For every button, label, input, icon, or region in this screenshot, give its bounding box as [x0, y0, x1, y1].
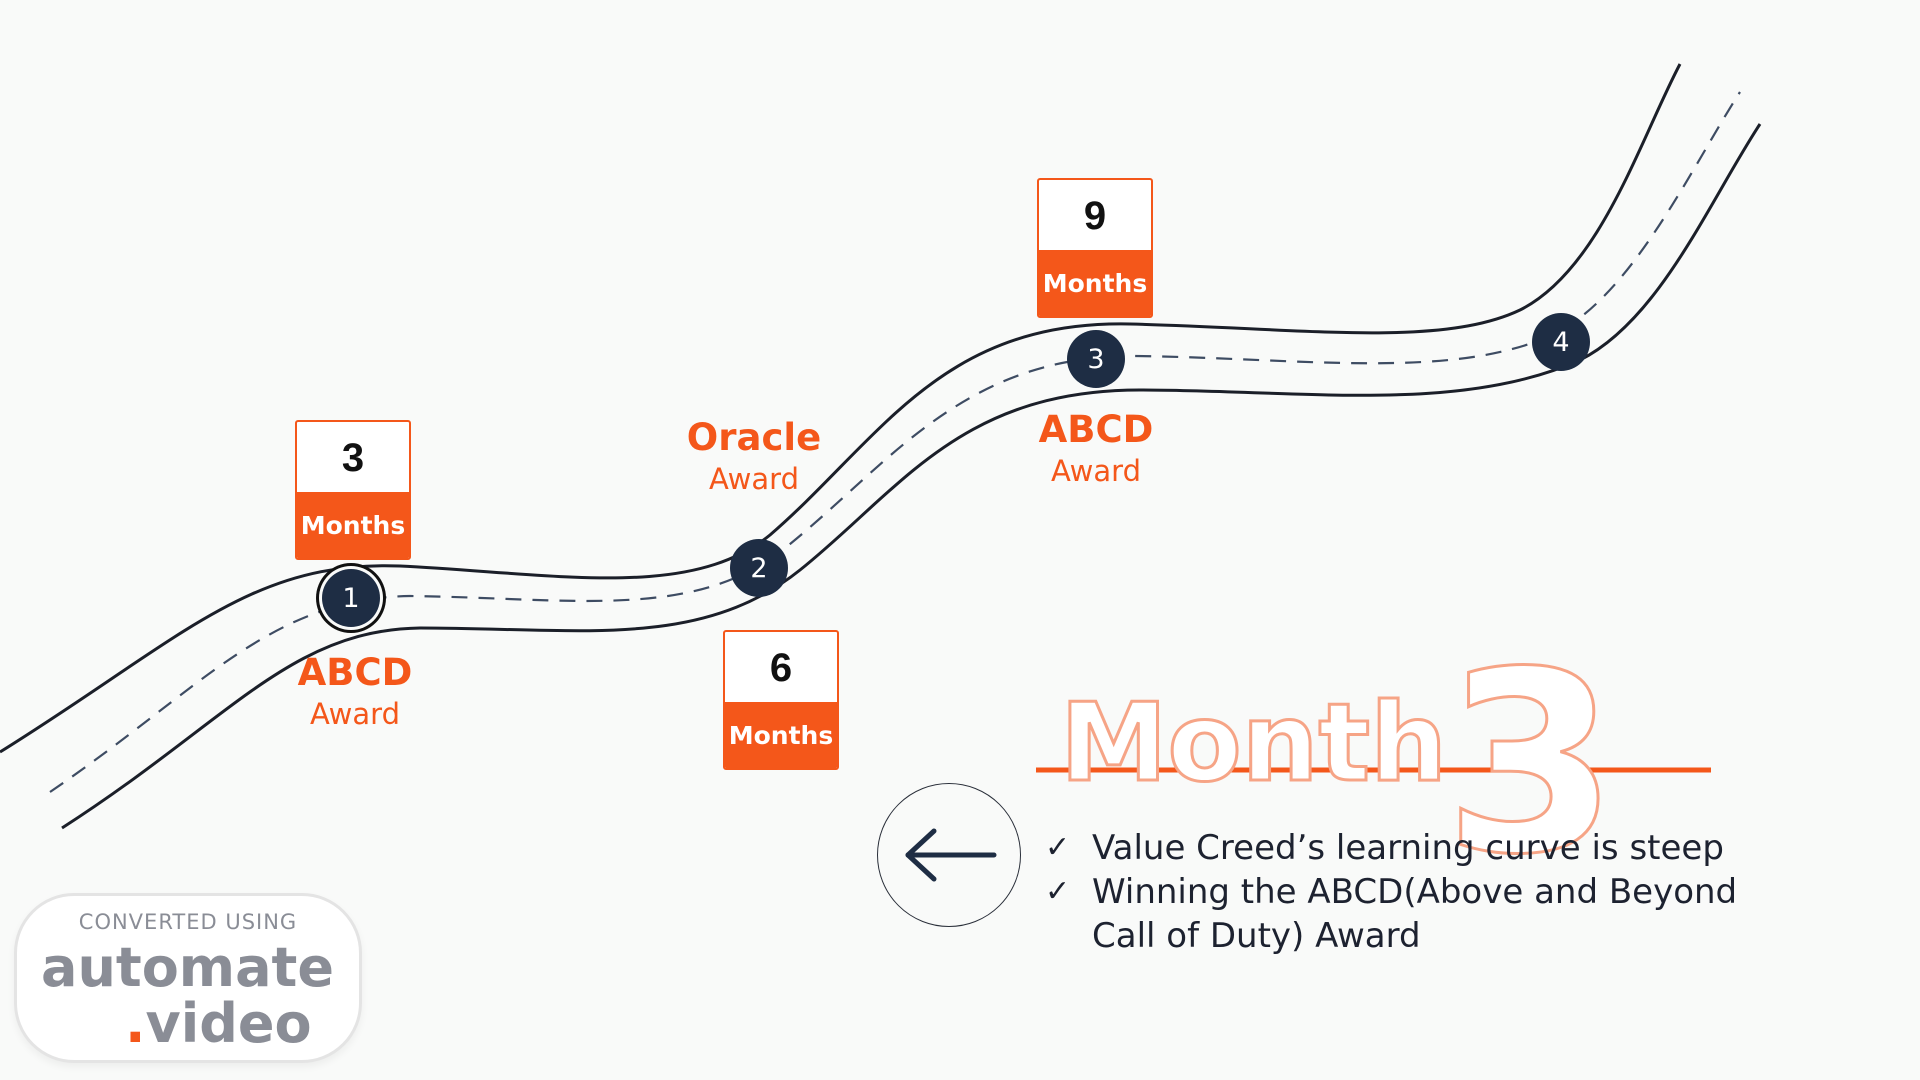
milestone-label: 2: [750, 552, 768, 584]
watermark-line3: .video: [125, 992, 312, 1055]
watermark-dot: .: [125, 992, 146, 1055]
award-label-3: ABCD Award: [976, 408, 1216, 490]
watermark-line1: CONVERTED USING: [78, 910, 298, 934]
badge-unit: Months: [725, 702, 837, 768]
bullet-list: ✓ Value Creed’s learning curve is steep ✓…: [1045, 826, 1805, 958]
award-sub: Award: [310, 697, 400, 731]
bullet-text: Value Creed’s learning curve is steep: [1092, 828, 1724, 868]
badge-6-months: 6 Months: [723, 630, 839, 770]
back-button[interactable]: [877, 783, 1021, 927]
award-name: ABCD: [1038, 408, 1154, 451]
badge-number: 3: [341, 435, 365, 480]
badge-3-months: 3 Months: [295, 420, 411, 560]
badge-9-months: 9 Months: [1037, 178, 1153, 318]
badge-number: 6: [769, 645, 793, 690]
month-heading: 3 Month: [1036, 640, 1711, 870]
milestone-node-1[interactable]: 1: [322, 569, 380, 627]
watermark-line2: automate: [41, 936, 334, 999]
badge-unit: Months: [1039, 250, 1151, 316]
month-word: Month: [1060, 681, 1447, 806]
milestone-node-3[interactable]: 3: [1067, 330, 1125, 388]
milestone-label: 1: [342, 582, 360, 614]
watermark-word: video: [145, 992, 312, 1055]
check-icon: ✓: [1045, 874, 1071, 909]
award-name: Oracle: [686, 416, 822, 459]
award-label-1: ABCD Award: [235, 651, 475, 733]
award-name: ABCD: [297, 651, 413, 694]
month-number: 3: [1444, 640, 1618, 870]
watermark: CONVERTED USING automate .video: [14, 893, 362, 1063]
badge-number: 9: [1083, 193, 1107, 238]
bullet-item: ✓ Value Creed’s learning curve is steep: [1045, 826, 1805, 870]
award-label-2: Oracle Award: [634, 416, 874, 498]
badge-unit: Months: [297, 492, 409, 558]
milestone-node-2[interactable]: 2: [730, 539, 788, 597]
award-sub: Award: [1051, 454, 1141, 488]
milestone-node-4[interactable]: 4: [1532, 313, 1590, 371]
check-icon: ✓: [1045, 830, 1071, 865]
arrow-left-icon: [905, 828, 997, 882]
milestone-label: 4: [1552, 326, 1570, 358]
award-sub: Award: [709, 462, 799, 496]
milestone-label: 3: [1087, 343, 1105, 375]
bullet-item: ✓ Winning the ABCD(Above and Beyond Call …: [1045, 870, 1805, 958]
bullet-text: Winning the ABCD(Above and Beyond Call o…: [1092, 872, 1738, 956]
